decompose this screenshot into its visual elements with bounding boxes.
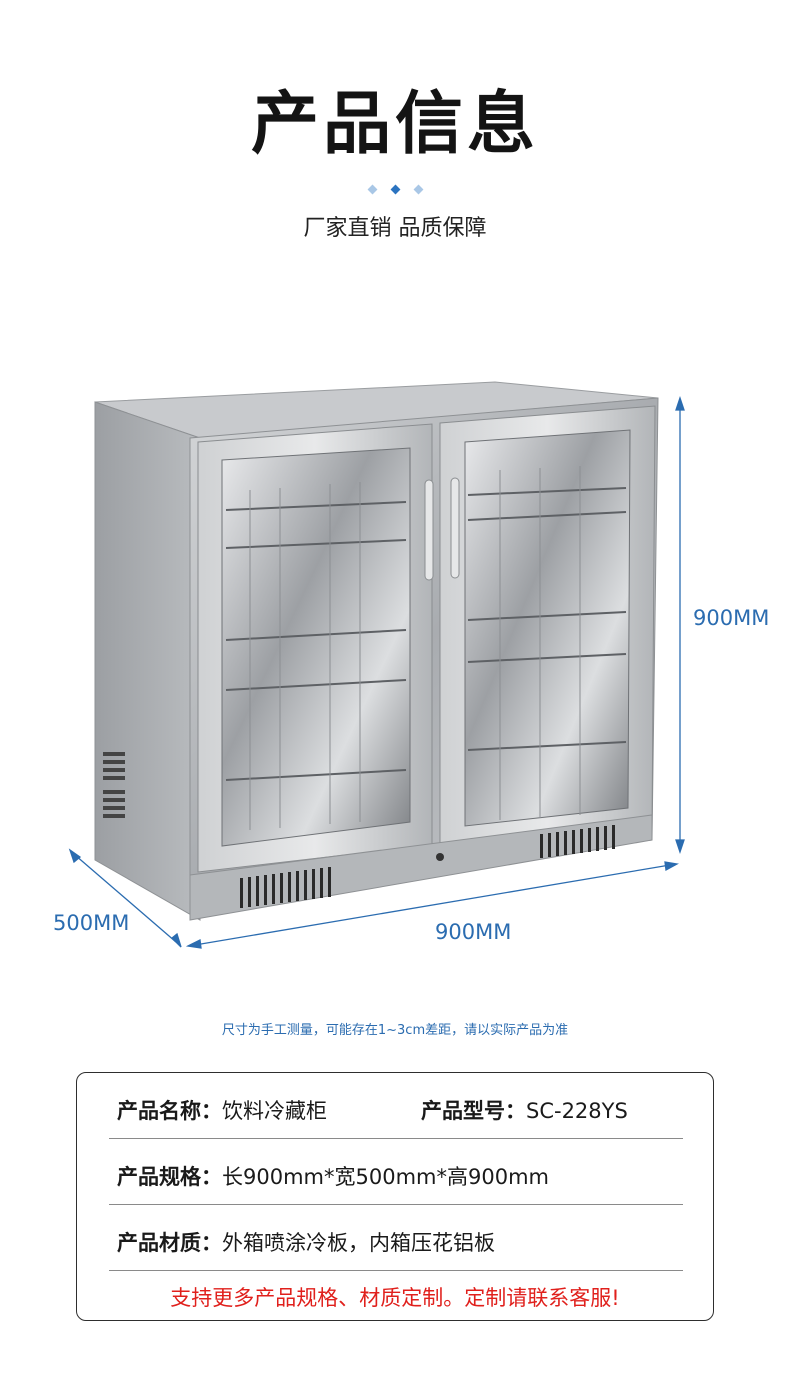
row-divider <box>109 1138 683 1139</box>
product-name-value: 饮料冷藏柜 <box>222 1099 327 1123</box>
spec-table: 产品名称：饮料冷藏柜 产品型号：SC-228YS 产品规格：长900mm*宽50… <box>76 1072 714 1321</box>
diamond-icon <box>367 184 377 195</box>
width-dimension-label: 900MM <box>435 920 512 944</box>
spec-row-name-model: 产品名称：饮料冷藏柜 产品型号：SC-228YS <box>109 1073 683 1139</box>
row-divider <box>109 1270 683 1271</box>
page-subtitle: 厂家直销 品质保障 <box>303 216 487 241</box>
row-divider <box>109 1204 683 1205</box>
cooler-illustration <box>68 381 685 949</box>
depth-dimension-label: 500MM <box>53 911 130 935</box>
diamond-icon <box>413 184 423 195</box>
product-size-label: 产品规格： <box>117 1165 222 1189</box>
lock-icon <box>436 853 444 861</box>
spec-row-material: 产品材质：外箱喷涂冷板，内箱压花铝板 <box>109 1205 683 1271</box>
measurement-note: 尺寸为手工测量，可能存在1~3cm差距，请以实际产品为准 <box>221 1023 569 1038</box>
product-size: 产品规格：长900mm*宽500mm*高900mm <box>117 1161 549 1191</box>
product-material-value: 外箱喷涂冷板，内箱压花铝板 <box>222 1231 495 1255</box>
product-model: 产品型号：SC-228YS <box>421 1095 628 1125</box>
product-material-label: 产品材质： <box>117 1231 222 1255</box>
page-title: 产品信息 <box>250 85 539 164</box>
product-model-value: SC-228YS <box>526 1099 628 1123</box>
height-dimension-label: 900MM <box>693 606 770 630</box>
spec-row-size: 产品规格：长900mm*宽500mm*高900mm <box>109 1139 683 1205</box>
product-name-label: 产品名称： <box>117 1099 222 1123</box>
product-material: 产品材质：外箱喷涂冷板，内箱压花铝板 <box>117 1227 495 1257</box>
product-size-value: 长900mm*宽500mm*高900mm <box>222 1165 549 1189</box>
product-image: 900MM 900MM 500MM <box>0 360 790 980</box>
product-name: 产品名称：饮料冷藏柜 <box>117 1095 327 1125</box>
customization-promo: 支持更多产品规格、材质定制。定制请联系客服! <box>170 1286 620 1310</box>
title-divider-dots <box>0 178 790 197</box>
product-model-label: 产品型号： <box>421 1099 526 1123</box>
diamond-icon <box>390 184 400 195</box>
